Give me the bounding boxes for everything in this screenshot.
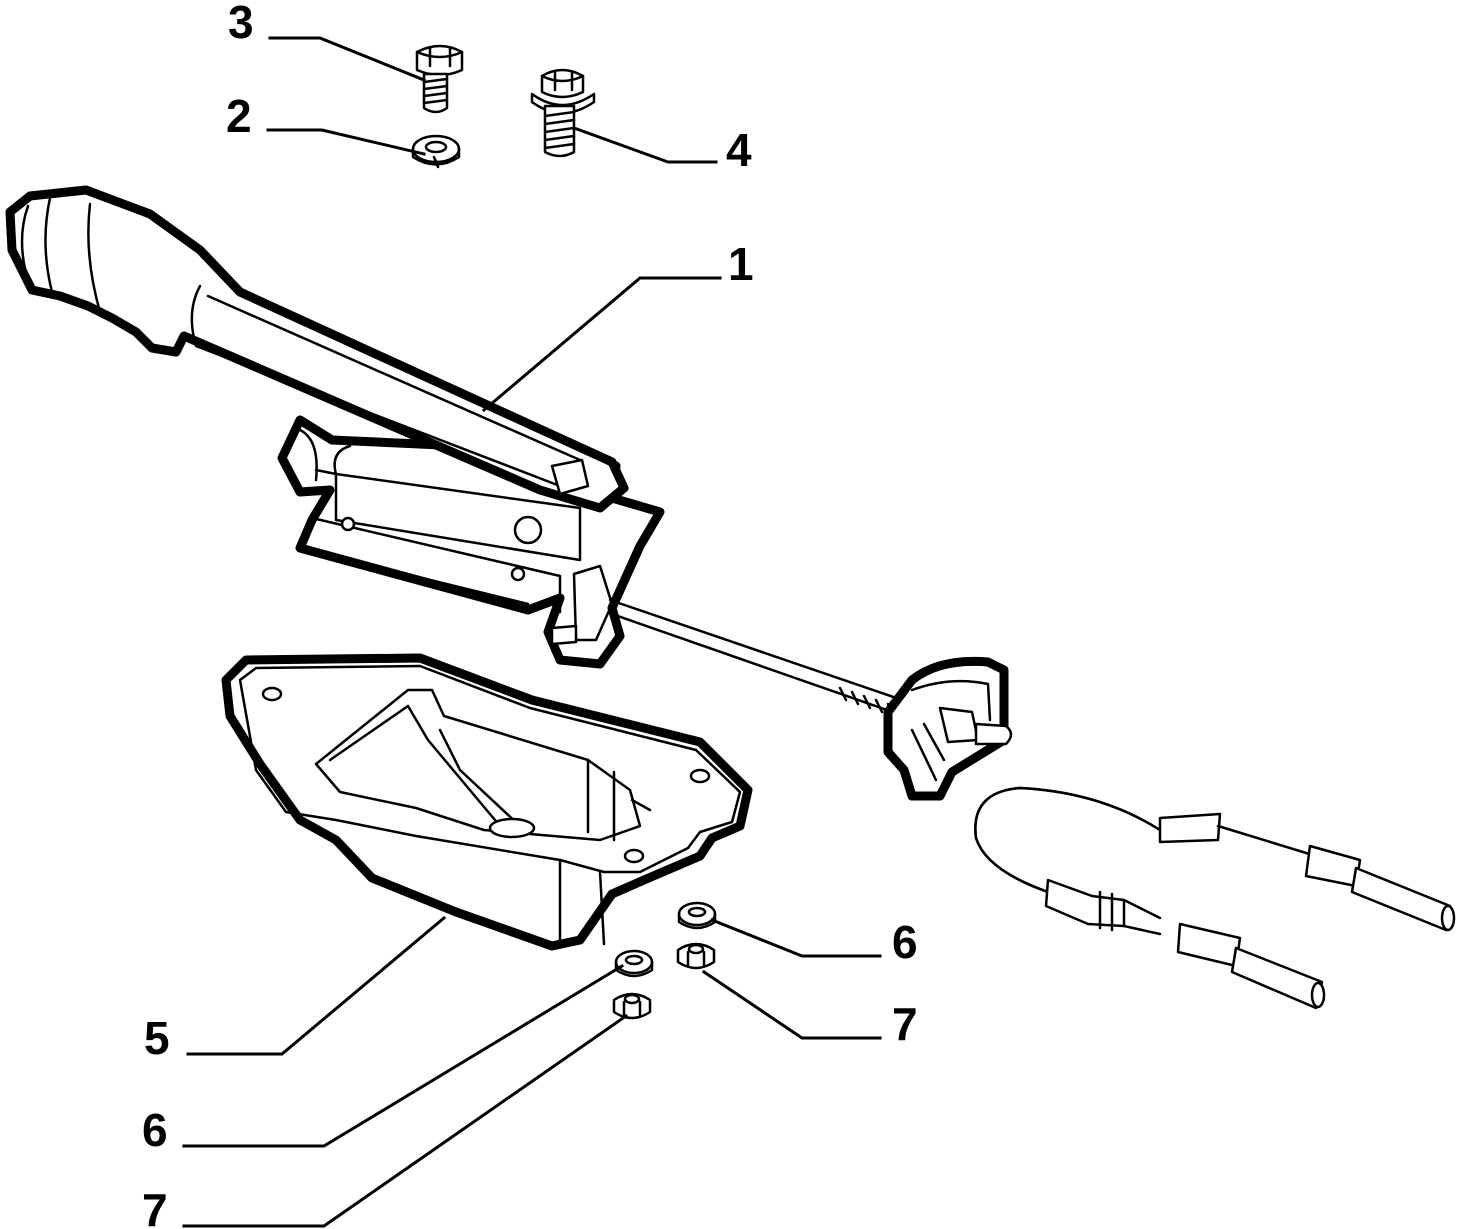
equalizer-yoke [883,656,1013,801]
part-5-tray [221,653,753,951]
callout-6-right: 6 [892,916,918,968]
leader-2 [266,128,426,156]
callout-2: 2 [226,90,252,142]
leader-lines [182,36,882,1228]
callout-3: 3 [228,0,254,48]
callout-1: 1 [728,238,754,290]
leader-7-right [701,969,882,1040]
part-1-handbrake-lever [5,185,910,718]
leader-6-left [182,963,625,1148]
callout-7-right: 7 [892,998,918,1050]
callout-numbers: 1 2 3 4 5 6 6 7 7 [142,0,918,1229]
callout-5: 5 [144,1012,170,1064]
part-6-washer-left [614,949,654,978]
leader-1 [481,276,722,413]
callout-4: 4 [726,124,752,176]
callout-7-left: 7 [142,1184,168,1229]
leader-7-left [182,1013,629,1228]
leader-6-right [710,918,882,958]
callout-6-left: 6 [142,1104,168,1156]
brake-cables [974,786,1456,1010]
leader-5 [186,915,447,1056]
leader-4 [572,126,718,164]
part-6-washer-right [677,901,717,930]
part-3-hex-bolt [415,44,464,114]
part-7-nut-right [676,942,716,970]
part-7-nut-left [612,992,652,1020]
part-4-flange-bolt [530,68,596,158]
leader-3 [268,36,426,82]
